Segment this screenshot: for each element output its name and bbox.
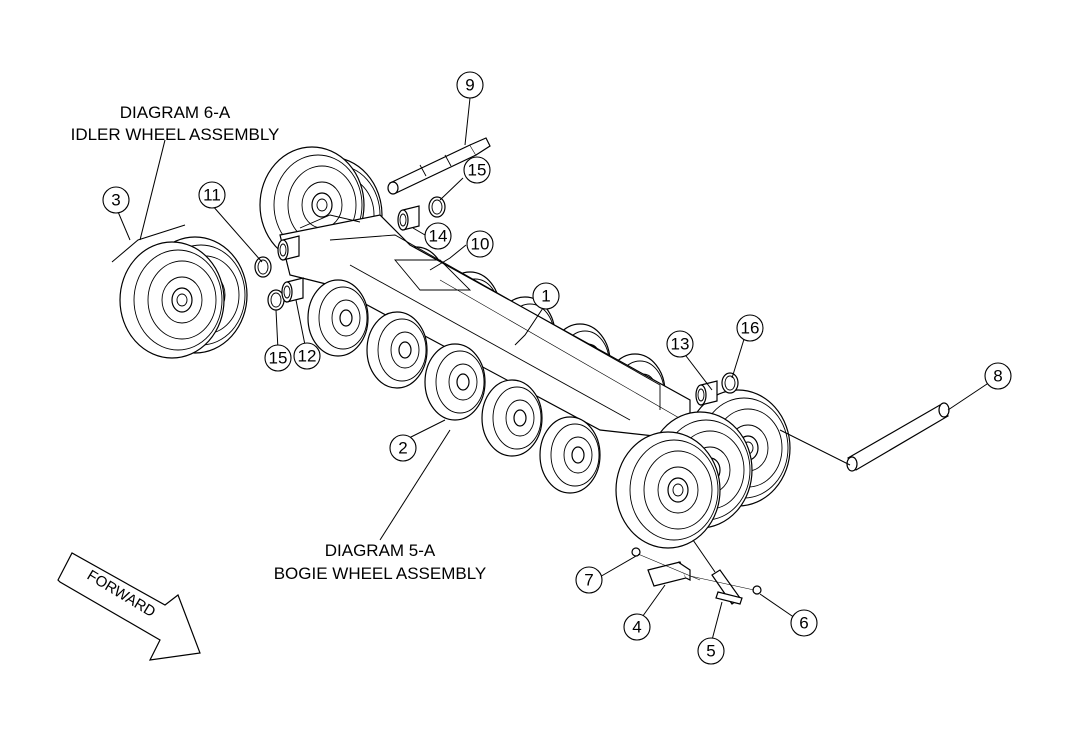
axle-8 (846, 402, 950, 472)
idler-label-line2: IDLER WHEEL ASSEMBLY (71, 125, 280, 144)
svg-text:12: 12 (298, 347, 317, 366)
callout-13: 13 (666, 330, 694, 358)
idler-label-line1: DIAGRAM 6-A (120, 103, 231, 122)
callouts: 1 2 3 4 5 6 7 8 9 10 11 12 13 14 15 15 1… (102, 71, 1012, 665)
callout-15-upper: 15 (463, 156, 491, 184)
svg-text:9: 9 (465, 76, 474, 95)
left-idler-wheel (119, 236, 248, 359)
hardware-parts (631, 547, 762, 605)
forward-arrow: FORWARD (57, 552, 201, 661)
svg-text:7: 7 (584, 571, 593, 590)
svg-text:5: 5 (706, 642, 715, 661)
svg-text:3: 3 (111, 191, 120, 210)
callout-15-lower: 15 (264, 344, 292, 372)
callout-11: 11 (198, 181, 226, 209)
assembly-labels: DIAGRAM 6-A IDLER WHEEL ASSEMBLY DIAGRAM… (71, 103, 487, 583)
callout-9: 9 (456, 71, 484, 99)
svg-text:6: 6 (799, 614, 808, 633)
axle-9 (387, 137, 491, 195)
svg-text:1: 1 (541, 287, 550, 306)
callout-14: 14 (424, 222, 452, 250)
callout-16: 16 (736, 314, 764, 342)
svg-text:13: 13 (671, 335, 690, 354)
svg-text:15: 15 (468, 161, 487, 180)
svg-text:2: 2 (398, 439, 407, 458)
svg-text:15: 15 (269, 349, 288, 368)
callout-7: 7 (575, 566, 603, 594)
callout-2: 2 (389, 434, 417, 462)
bogie-label-line2: BOGIE WHEEL ASSEMBLY (274, 564, 487, 583)
callout-4: 4 (623, 613, 651, 641)
svg-text:8: 8 (993, 367, 1002, 386)
callout-5: 5 (697, 637, 725, 665)
svg-text:16: 16 (741, 319, 760, 338)
bogie-label-line1: DIAGRAM 5-A (325, 541, 436, 560)
callout-10: 10 (466, 230, 494, 258)
svg-text:11: 11 (203, 186, 221, 205)
callout-6: 6 (790, 609, 818, 637)
callout-3: 3 (102, 186, 130, 214)
callout-12: 12 (293, 342, 321, 370)
suspension-frame (279, 214, 701, 441)
callout-8: 8 (984, 362, 1012, 390)
svg-text:14: 14 (429, 227, 448, 246)
callout-1: 1 (532, 282, 560, 310)
svg-text:4: 4 (632, 618, 641, 637)
leader-lines (111, 97, 991, 641)
svg-text:10: 10 (471, 235, 490, 254)
